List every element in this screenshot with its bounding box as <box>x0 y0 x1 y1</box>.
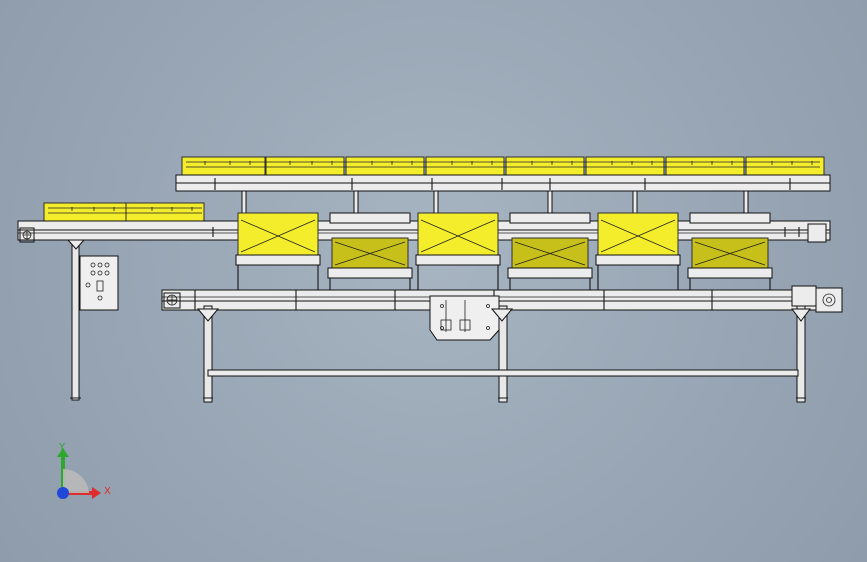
y-axis-head <box>57 448 69 457</box>
axis-plane-wedge <box>63 468 89 493</box>
upper-conveyor-rail-1 <box>175 174 831 184</box>
x-axis-label: X <box>104 486 111 497</box>
process-stations <box>235 212 773 293</box>
center-control-box <box>429 295 500 341</box>
upper-crate-6 <box>585 156 665 176</box>
upper-crate-2 <box>265 156 345 176</box>
upper-crate-3 <box>345 156 425 176</box>
left-crate-1 <box>43 202 128 222</box>
left-crate-2 <box>125 202 205 222</box>
upper-crate-7 <box>665 156 745 176</box>
y-axis-label: Y <box>59 442 66 453</box>
coordinate-triad: Y X <box>46 442 116 512</box>
upper-crate-5 <box>505 156 585 176</box>
upper-crate-1 <box>181 156 266 176</box>
upper-crate-8 <box>745 156 825 176</box>
origin-dot <box>57 487 69 499</box>
upper-crate-4 <box>425 156 505 176</box>
upper-conveyor-rail-2 <box>175 182 831 192</box>
x-axis-head <box>92 487 101 499</box>
connector-brackets <box>66 239 811 322</box>
axis-triad-graphic <box>57 448 101 499</box>
left-control-cabinet <box>79 255 119 311</box>
upper-crate-row <box>181 156 825 176</box>
